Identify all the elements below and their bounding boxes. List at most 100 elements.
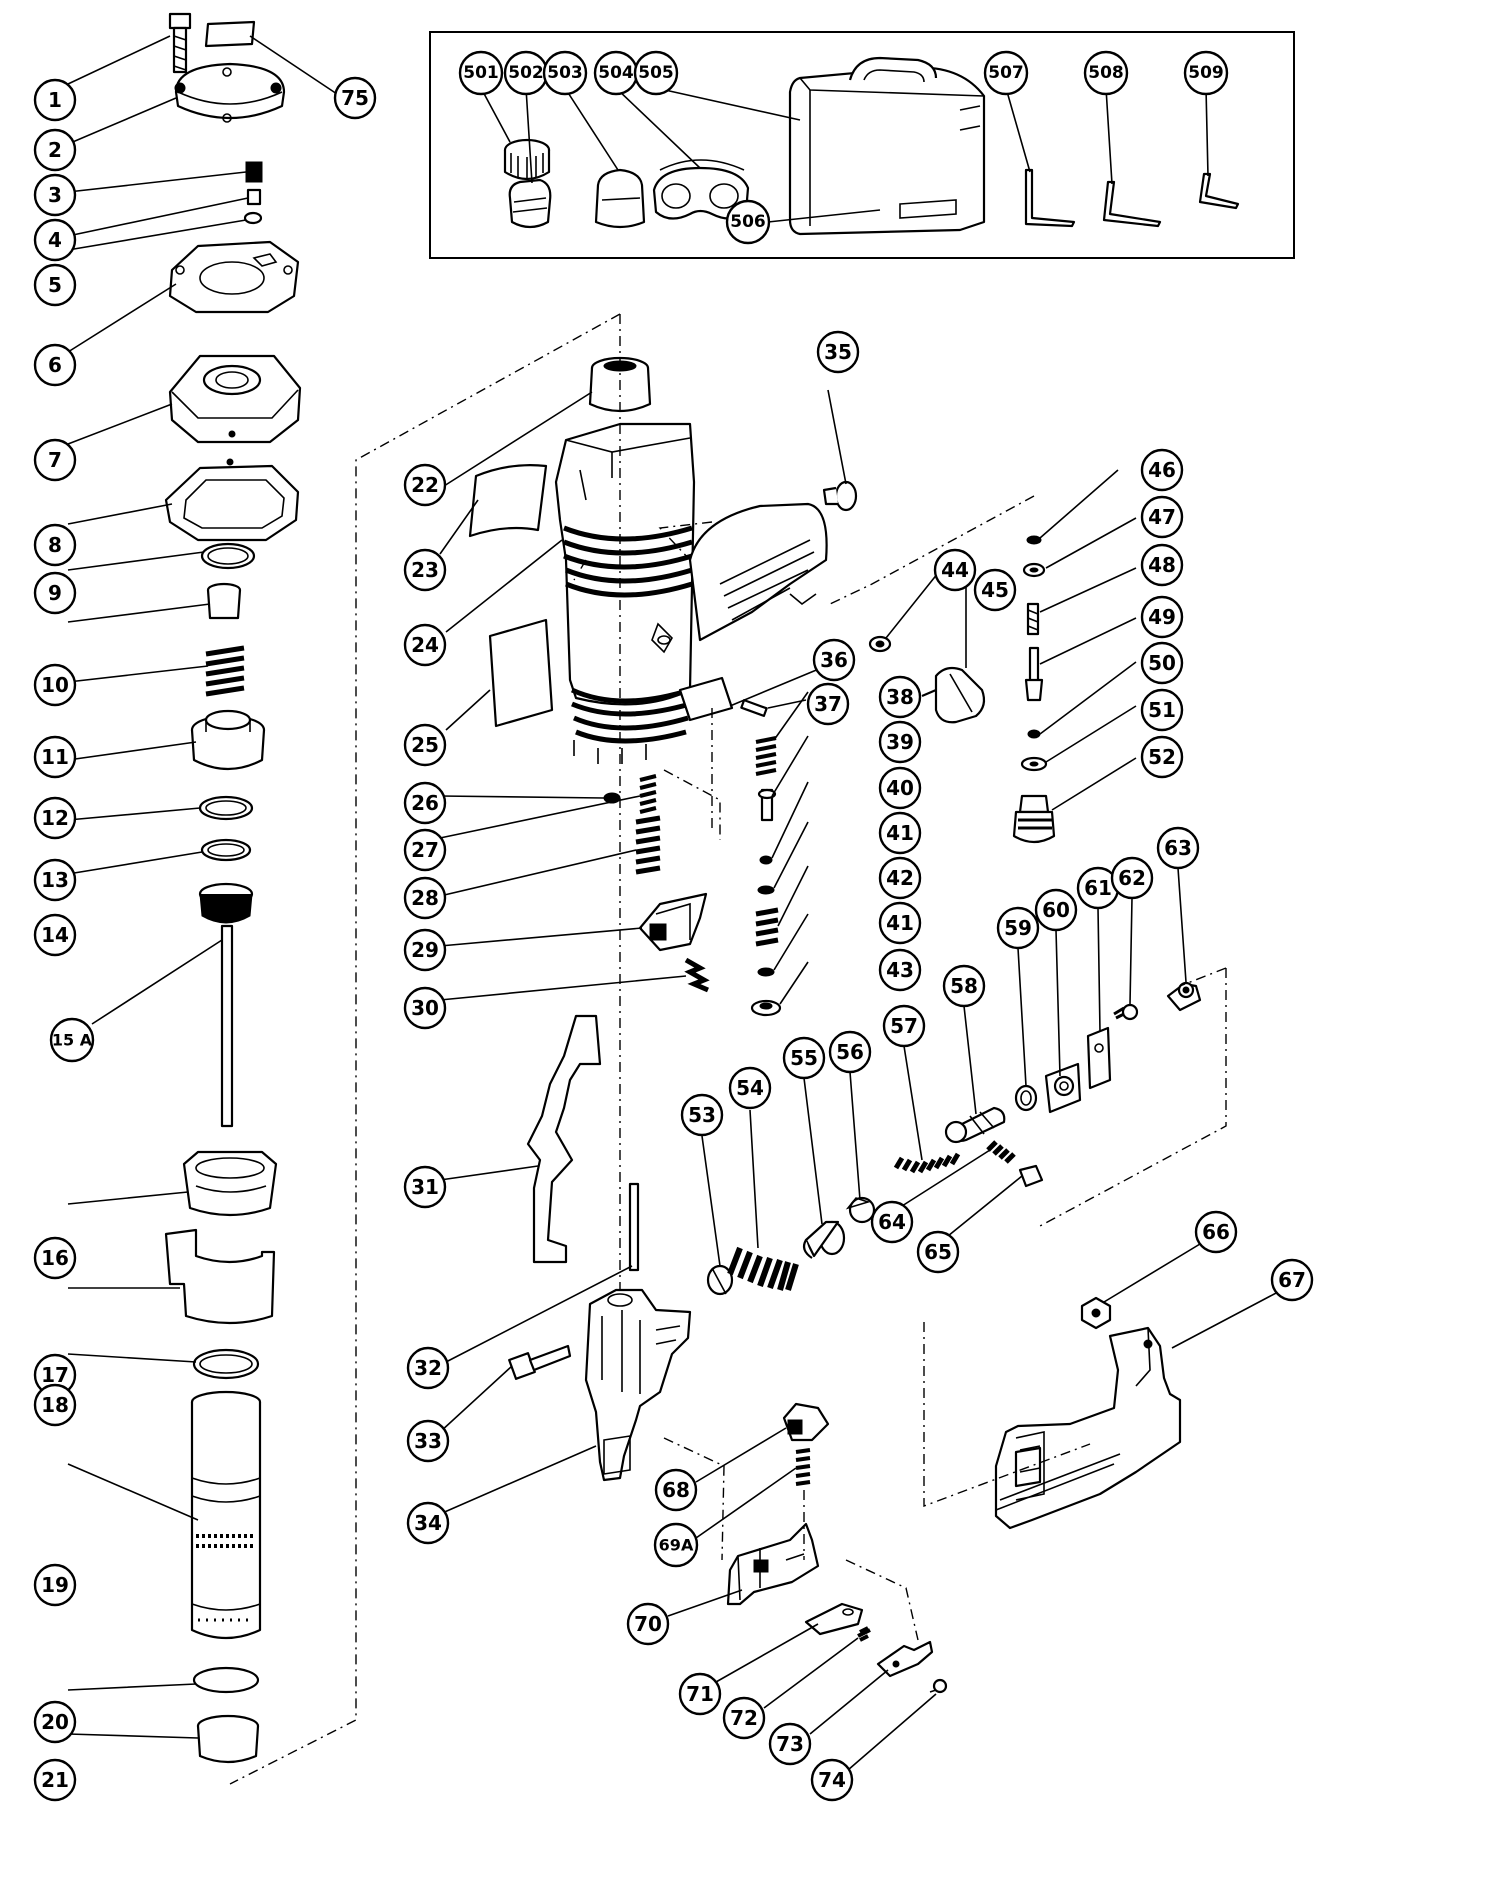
callout-50: 50 — [1140, 641, 1184, 685]
svg-text:44: 44 — [941, 558, 969, 582]
part-3-bushing — [245, 161, 263, 183]
callout-labels: 501 502 503 504 505 506 507 508 509 1 2 … — [33, 50, 1314, 1802]
svg-text:73: 73 — [776, 1732, 804, 1756]
part-62-screw — [1113, 1003, 1139, 1021]
svg-text:16: 16 — [41, 1246, 69, 1270]
callout-48: 48 — [1140, 543, 1184, 587]
callout-43: 43 — [878, 948, 922, 992]
part-6-gasket — [168, 240, 300, 314]
callout-70: 70 — [626, 1602, 670, 1646]
part-56-sleeve — [845, 1196, 876, 1224]
callout-29: 29 — [403, 928, 447, 972]
part-61-plate — [1086, 1026, 1112, 1090]
svg-text:24: 24 — [411, 633, 439, 657]
svg-text:46: 46 — [1148, 458, 1176, 482]
accessory-505-case — [788, 56, 986, 236]
part-34-nose — [584, 1288, 692, 1482]
svg-text:51: 51 — [1148, 698, 1176, 722]
callout-52: 52 — [1140, 735, 1184, 779]
svg-text:60: 60 — [1042, 898, 1070, 922]
svg-text:54: 54 — [736, 1076, 764, 1100]
part-63-link — [1166, 981, 1202, 1012]
callout-68: 68 — [654, 1468, 698, 1512]
callout-20: 20 — [33, 1700, 77, 1744]
svg-text:11: 11 — [41, 745, 69, 769]
callout-9: 9 — [33, 571, 77, 615]
part-5-washer — [243, 211, 263, 225]
svg-text:10: 10 — [41, 673, 69, 697]
part-28-spring — [635, 815, 661, 875]
svg-text:42: 42 — [886, 866, 914, 890]
part-33-screw — [508, 1344, 572, 1380]
svg-text:41: 41 — [886, 821, 914, 845]
svg-text:13: 13 — [41, 868, 69, 892]
part-64-spring — [986, 1140, 1016, 1164]
callout-30: 30 — [403, 986, 447, 1030]
part-45-knob — [921, 666, 986, 724]
svg-text:66: 66 — [1202, 1220, 1230, 1244]
svg-text:509: 509 — [1188, 63, 1224, 83]
nose-group — [667, 1402, 948, 1771]
callout-58: 58 — [942, 964, 986, 1008]
svg-text:6: 6 — [48, 353, 62, 377]
callout-42: 42 — [878, 856, 922, 900]
svg-text:69A: 69A — [659, 1536, 694, 1555]
callout-23: 23 — [403, 548, 447, 592]
body-group — [439, 314, 858, 1561]
svg-text:65: 65 — [924, 1240, 952, 1264]
callout-37: 37 — [806, 682, 850, 726]
callout-66: 66 — [1194, 1210, 1238, 1254]
part-8-gasket — [164, 458, 300, 542]
callout-12: 12 — [33, 796, 77, 840]
adjuster-group — [829, 469, 1137, 844]
callout-16: 16 — [33, 1236, 77, 1280]
callout-19: 19 — [33, 1563, 77, 1607]
callout-506: 506 — [725, 199, 771, 245]
svg-text:53: 53 — [688, 1103, 716, 1127]
part-54-spring — [727, 1246, 799, 1291]
callout-61: 61 — [1076, 866, 1120, 910]
part-70-guide — [726, 1522, 820, 1606]
svg-text:34: 34 — [414, 1511, 442, 1535]
valve-stack-group — [711, 691, 809, 1017]
callout-59: 59 — [996, 906, 1040, 950]
callout-63: 63 — [1156, 826, 1200, 870]
part-46-o-ring — [1026, 535, 1042, 545]
callout-502: 502 — [503, 50, 549, 96]
part-52-plug — [1012, 794, 1056, 844]
svg-text:21: 21 — [41, 1768, 69, 1792]
part-29-valve-block — [638, 892, 708, 952]
part-41b-o-ring — [757, 967, 775, 977]
callout-49: 49 — [1140, 595, 1184, 639]
part-39-stem — [757, 788, 777, 822]
callout-51: 51 — [1140, 688, 1184, 732]
callout-1: 1 — [33, 78, 77, 122]
callout-36: 36 — [812, 638, 856, 682]
callout-73: 73 — [768, 1722, 812, 1766]
svg-text:28: 28 — [411, 886, 439, 910]
part-32-rod — [628, 1182, 640, 1272]
callout-18: 18 — [33, 1383, 77, 1427]
callout-503: 503 — [542, 50, 588, 96]
callout-57: 57 — [882, 1004, 926, 1048]
callout-41b: 41 — [878, 901, 922, 945]
part-23-label — [468, 464, 548, 538]
svg-text:57: 57 — [890, 1014, 918, 1038]
part-75-label — [204, 20, 256, 48]
callout-507: 507 — [983, 50, 1029, 96]
part-31-lever — [526, 1014, 602, 1264]
part-20-o-ring — [192, 1666, 260, 1694]
part-65-pin — [1018, 1164, 1044, 1188]
part-10-valve — [206, 582, 242, 620]
callout-21: 21 — [33, 1758, 77, 1802]
callout-501: 501 — [458, 50, 504, 96]
svg-text:29: 29 — [411, 938, 439, 962]
svg-text:20: 20 — [41, 1710, 69, 1734]
callout-3: 3 — [33, 173, 77, 217]
svg-text:506: 506 — [730, 212, 766, 232]
svg-text:40: 40 — [886, 776, 914, 800]
part-38-spring — [755, 736, 777, 776]
callout-40: 40 — [878, 766, 922, 810]
part-74-screw — [929, 1678, 948, 1694]
accessory-502-drawing — [508, 178, 552, 229]
